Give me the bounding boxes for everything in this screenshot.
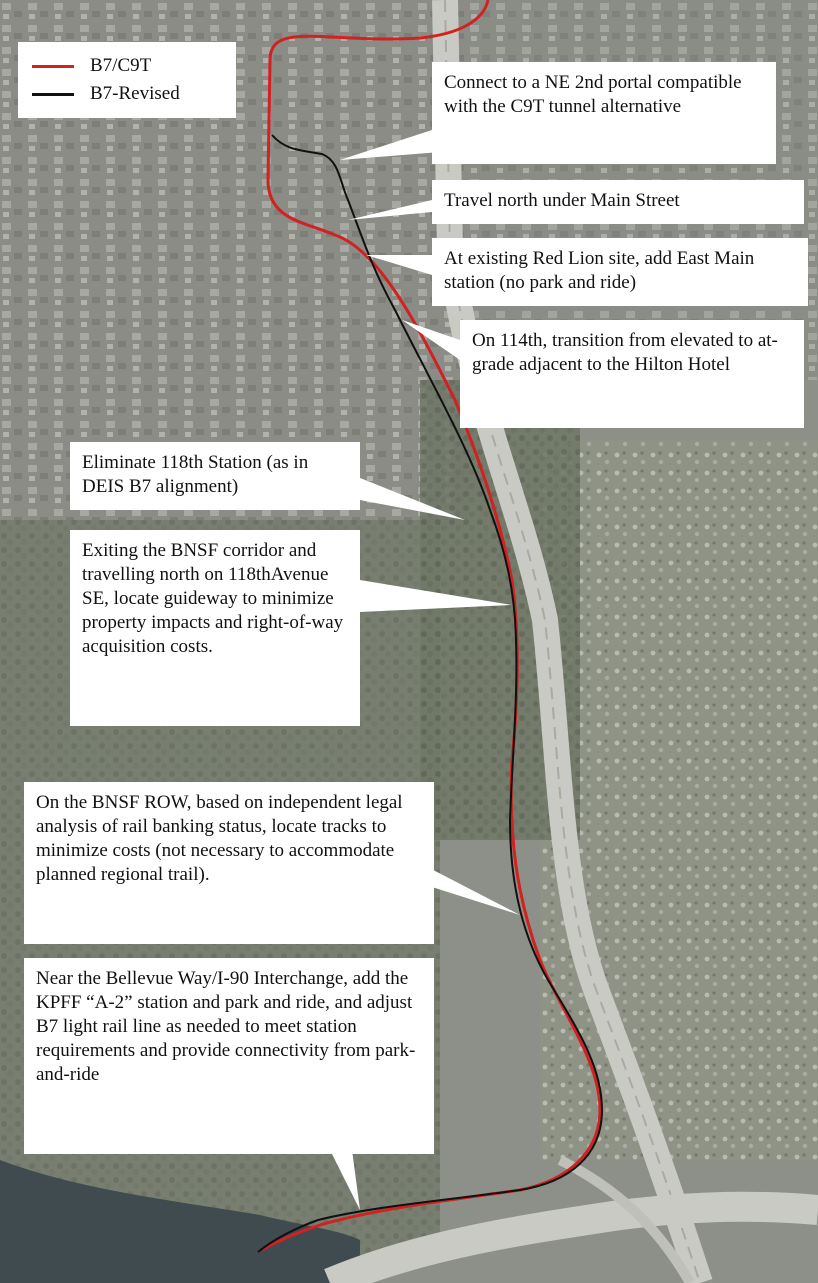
residential-east-area (540, 440, 818, 1160)
legend-label: B7/C9T (90, 55, 152, 76)
callout-main-street: Travel north under Main Street (432, 180, 804, 224)
pointer-bnsf-exit (360, 580, 512, 612)
pointer-118th (360, 478, 465, 520)
callout-bnsf-row: On the BNSF ROW, based on independent le… (24, 782, 434, 944)
legend-item-b7-c9t: B7/C9T (32, 52, 222, 80)
pointer-hilton (402, 320, 460, 360)
b7-revised-alignment (257, 134, 604, 1253)
legend-swatch-black (32, 92, 74, 96)
callout-bnsf-exit: Exiting the BNSF corridor and travelling… (70, 530, 360, 726)
pointer-bnsf-row (410, 858, 520, 915)
callout-hilton-transition: On 114th, transition from elevated to at… (460, 320, 804, 428)
callout-eliminate-118th: Eliminate 118th Station (as in DEIS B7 a… (70, 442, 360, 510)
callout-red-lion-station: At existing Red Lion site, add East Main… (432, 238, 808, 306)
pointer-interchange (330, 1150, 360, 1210)
legend-label: B7-Revised (90, 83, 180, 104)
lake (0, 1160, 360, 1283)
legend: B7/C9T B7-Revised (18, 42, 236, 118)
pointer-red-lion (366, 255, 432, 275)
callout-interchange-station: Near the Bellevue Way/I-90 Interchange, … (24, 958, 434, 1154)
pointer-ne2nd (340, 130, 440, 160)
callout-ne2nd-portal: Connect to a NE 2nd portal compatible wi… (432, 62, 776, 164)
legend-swatch-red (32, 64, 74, 68)
pointer-main-street (348, 200, 432, 220)
legend-item-b7-revised: B7-Revised (32, 80, 222, 108)
interchange-ramp (557, 1155, 695, 1283)
i90-freeway (324, 1191, 818, 1283)
